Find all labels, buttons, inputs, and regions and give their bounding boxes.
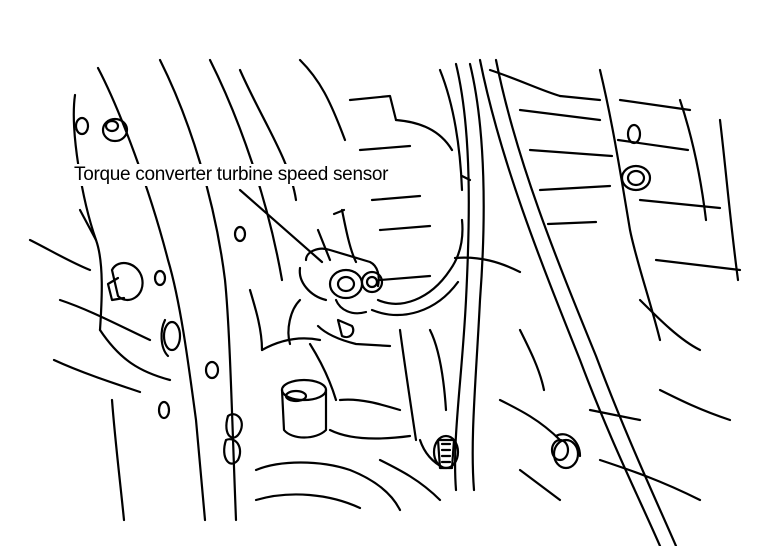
lower-body: [250, 290, 730, 510]
left-bolts: [76, 118, 245, 464]
sensor-callout-label: Torque converter turbine speed sensor: [72, 164, 391, 186]
right-bolts: [552, 125, 650, 468]
callout-leader-line: [240, 190, 322, 262]
turbine-speed-sensor: [300, 210, 463, 346]
left-housing: [30, 60, 282, 520]
upper-casing: [240, 60, 740, 340]
tubes: [455, 60, 676, 546]
